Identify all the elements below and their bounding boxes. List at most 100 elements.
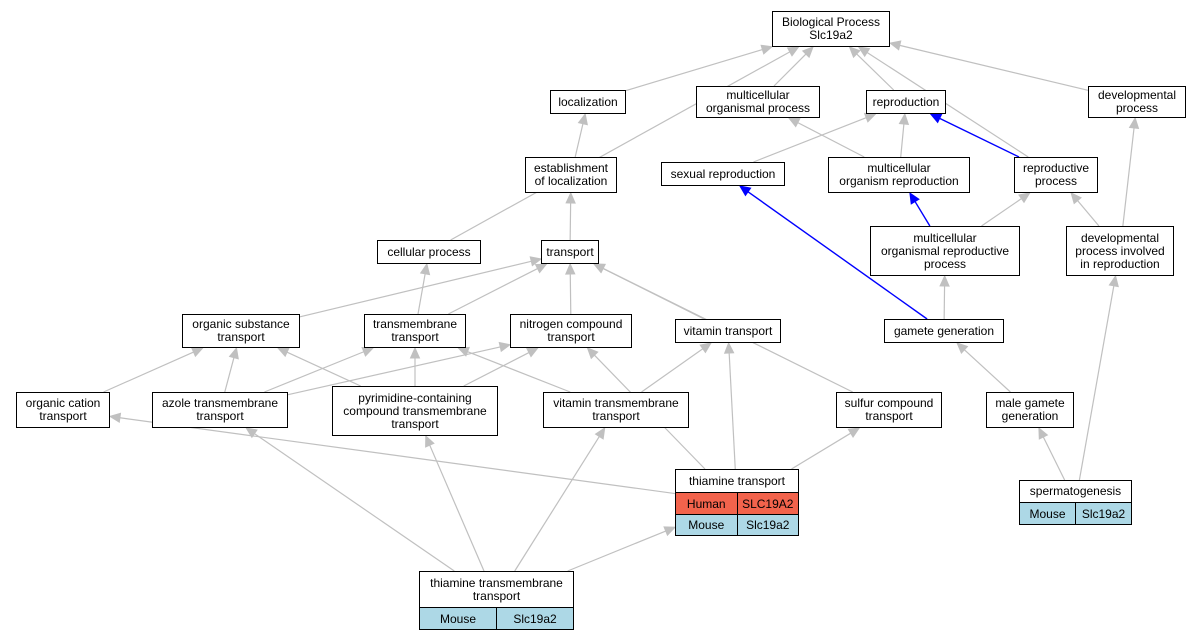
edge-multi-org-repro-proc-to-multi-org-repro bbox=[914, 201, 931, 227]
edge-multi-org-to-bp bbox=[773, 53, 807, 87]
edge-nitrogen-to-transport bbox=[569, 273, 572, 315]
edge-transmembrane-to-transport bbox=[448, 268, 538, 315]
edge-arrowhead bbox=[786, 46, 800, 57]
go-term-node-cellular[interactable]: cellular process bbox=[377, 240, 481, 264]
edge-thiamine-tm-to-vitamin-tm bbox=[514, 436, 600, 572]
edge-arrowhead bbox=[534, 263, 548, 274]
species-gene-row: Mouse Slc19a2 bbox=[420, 608, 573, 629]
edge-arrowhead bbox=[956, 342, 969, 354]
go-term-node-azole[interactable]: azole transmembrane transport bbox=[152, 392, 288, 428]
edge-arrowhead bbox=[577, 112, 588, 126]
edge-repro-process-to-bp bbox=[866, 51, 1029, 158]
edge-transmembrane-to-cellular bbox=[417, 273, 426, 315]
go-term-node-bp[interactable]: Biological Process Slc19a2 bbox=[772, 11, 890, 47]
edge-arrowhead bbox=[888, 40, 902, 51]
go-term-node-multi-org-repro-proc[interactable]: multicellular organismal reproductive pr… bbox=[870, 226, 1020, 276]
edge-spermatogenesis-to-dev-repro bbox=[1078, 285, 1115, 481]
edge-azole-to-org-sub bbox=[224, 357, 235, 393]
go-term-node-multi-org[interactable]: multicellular organismal process bbox=[696, 86, 820, 118]
edge-arrowhead bbox=[419, 262, 431, 276]
go-term-node-transport[interactable]: transport bbox=[541, 240, 599, 264]
go-term-node-male-gamete[interactable]: male gamete generation bbox=[986, 392, 1074, 428]
go-term-node-dev-repro[interactable]: developmental process involved in reprod… bbox=[1066, 226, 1174, 276]
edge-arrowhead bbox=[857, 46, 871, 58]
species-node-title: thiamine transport bbox=[676, 470, 798, 493]
edge-arrowhead bbox=[526, 347, 539, 358]
go-term-node-vitamin-tm[interactable]: vitamin transmembrane transport bbox=[543, 392, 689, 428]
edge-arrowhead bbox=[190, 347, 204, 358]
edge-arrowhead bbox=[787, 117, 801, 128]
go-term-node-pyrimidine[interactable]: pyrimidine-containing compound transmemb… bbox=[332, 386, 498, 436]
go-term-node-org-cation[interactable]: organic cation transport bbox=[16, 392, 110, 428]
go-term-node-reproduction[interactable]: reproduction bbox=[866, 90, 946, 114]
edge-multi-org-repro-to-multi-org bbox=[797, 122, 865, 158]
edge-arrowhead bbox=[498, 341, 512, 353]
edge-arrowhead bbox=[939, 274, 950, 287]
edge-multi-org-repro-proc-to-repro-process bbox=[981, 198, 1022, 227]
edge-arrowhead bbox=[663, 526, 677, 537]
gene-symbol[interactable]: SLC19A2 bbox=[736, 493, 799, 514]
species-label: Mouse bbox=[439, 611, 477, 626]
go-term-node-multi-org-repro[interactable]: multicellular organism reproduction bbox=[828, 157, 970, 193]
edge-arrowhead bbox=[847, 427, 861, 438]
go-term-node-sulfur[interactable]: sulfur compound transport bbox=[836, 392, 942, 428]
species-node-title: spermatogenesis bbox=[1020, 481, 1131, 503]
species-gene-row: Mouse Slc19a2 bbox=[676, 514, 798, 535]
go-term-node-repro-process[interactable]: reproductive process bbox=[1014, 157, 1098, 193]
edge-arrowhead bbox=[425, 434, 435, 448]
edge-thiamine-to-org-cation bbox=[119, 417, 676, 495]
edge-org-cation-to-org-sub bbox=[103, 351, 194, 393]
edge-arrowhead bbox=[898, 112, 910, 125]
edge-arrowhead bbox=[1070, 192, 1082, 205]
edge-male-gamete-to-gamete bbox=[964, 349, 1011, 393]
edge-arrowhead bbox=[863, 112, 877, 123]
species-node-title: thiamine transmembrane transport bbox=[420, 572, 573, 608]
edge-dev-repro-to-developmental bbox=[1122, 127, 1135, 227]
edge-arrowhead bbox=[723, 341, 735, 354]
edge-thiamine-to-sulfur bbox=[791, 432, 852, 470]
edge-arrowhead bbox=[228, 346, 239, 360]
go-term-node-localization[interactable]: localization bbox=[550, 90, 626, 114]
edge-thiamine-to-vitamin bbox=[728, 352, 736, 470]
edge-thiamine-tm-to-thiamine bbox=[567, 530, 666, 572]
edge-arrowhead bbox=[108, 412, 122, 424]
go-term-node-transmembrane[interactable]: transmembrane transport bbox=[364, 314, 466, 348]
gene-symbol[interactable]: Slc19a2 bbox=[1075, 503, 1131, 524]
edge-arrowhead bbox=[245, 427, 258, 439]
edge-arrowhead bbox=[929, 113, 943, 124]
edge-localization-to-bp bbox=[625, 49, 763, 92]
go-term-node-developmental[interactable]: developmental process bbox=[1088, 86, 1186, 118]
edge-arrowhead bbox=[1108, 274, 1119, 288]
species-label: Mouse bbox=[688, 518, 725, 532]
gene-symbol[interactable]: Slc19a2 bbox=[496, 608, 573, 629]
edge-pyrimidine-to-org-sub bbox=[286, 351, 361, 387]
edge-arrowhead bbox=[760, 44, 774, 55]
edge-arrowhead bbox=[565, 262, 576, 275]
go-term-node-nitrogen[interactable]: nitrogen compound transport bbox=[510, 314, 632, 348]
edge-arrowhead bbox=[593, 263, 606, 274]
edge-arrowhead bbox=[276, 347, 290, 358]
go-term-node-estab-loc[interactable]: establishment of localization bbox=[525, 157, 617, 193]
edge-arrowhead bbox=[1018, 192, 1031, 204]
go-term-node-vitamin[interactable]: vitamin transport bbox=[675, 319, 781, 343]
edge-arrowhead bbox=[909, 191, 920, 205]
edge-arrowhead bbox=[565, 191, 576, 204]
edge-gamete-to-sexual-repro bbox=[747, 191, 928, 320]
go-term-node-sexual-repro[interactable]: sexual reproduction bbox=[661, 162, 785, 186]
edge-developmental-to-bp bbox=[899, 44, 1089, 91]
edge-cellular-to-bp bbox=[450, 51, 791, 241]
edge-arrowhead bbox=[594, 426, 606, 440]
edge-arrowhead bbox=[848, 46, 861, 59]
go-term-node-gamete[interactable]: gamete generation bbox=[884, 319, 1004, 343]
gene-symbol[interactable]: Slc19a2 bbox=[736, 515, 799, 535]
edge-thiamine-tm-to-azole bbox=[254, 433, 455, 572]
edge-reproduction-to-bp bbox=[856, 53, 895, 91]
go-term-node-org-sub[interactable]: organic substance transport bbox=[182, 314, 300, 348]
